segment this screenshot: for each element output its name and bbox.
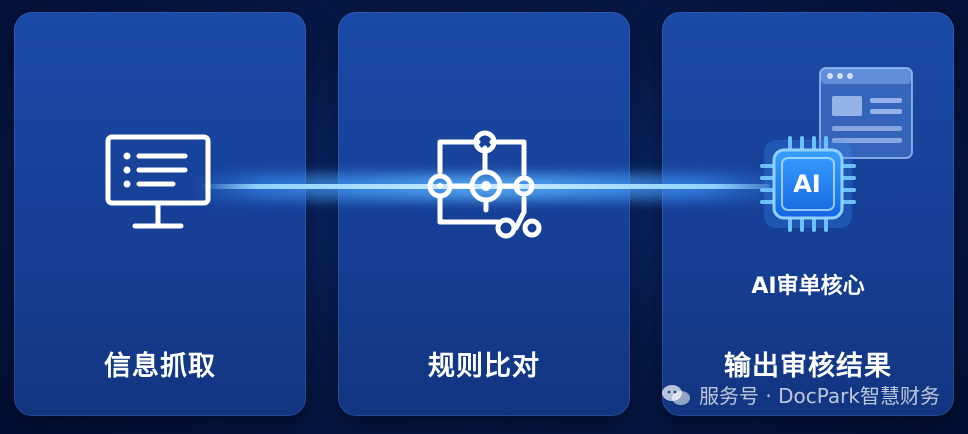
step-title-rule-compare: 规则比对 bbox=[428, 351, 540, 382]
step-title-info-capture: 信息抓取 bbox=[104, 351, 216, 382]
ai-core-label: AI审单核心 bbox=[751, 274, 865, 299]
wechat-icon bbox=[662, 384, 691, 405]
watermark-text: 服务号 · DocPark智慧财务 bbox=[699, 384, 940, 408]
network-nodes-icon bbox=[427, 130, 542, 239]
monitor-list-icon bbox=[105, 134, 211, 229]
step-card-rule-compare: 规则比对 bbox=[338, 12, 630, 416]
step-title-output-result: 输出审核结果 bbox=[724, 351, 892, 382]
chip-label: AI bbox=[793, 170, 821, 198]
browser-window-icon bbox=[819, 67, 913, 159]
watermark: 服务号 · DocPark智慧财务 bbox=[661, 380, 940, 409]
ai-chip-icon bbox=[760, 136, 856, 232]
